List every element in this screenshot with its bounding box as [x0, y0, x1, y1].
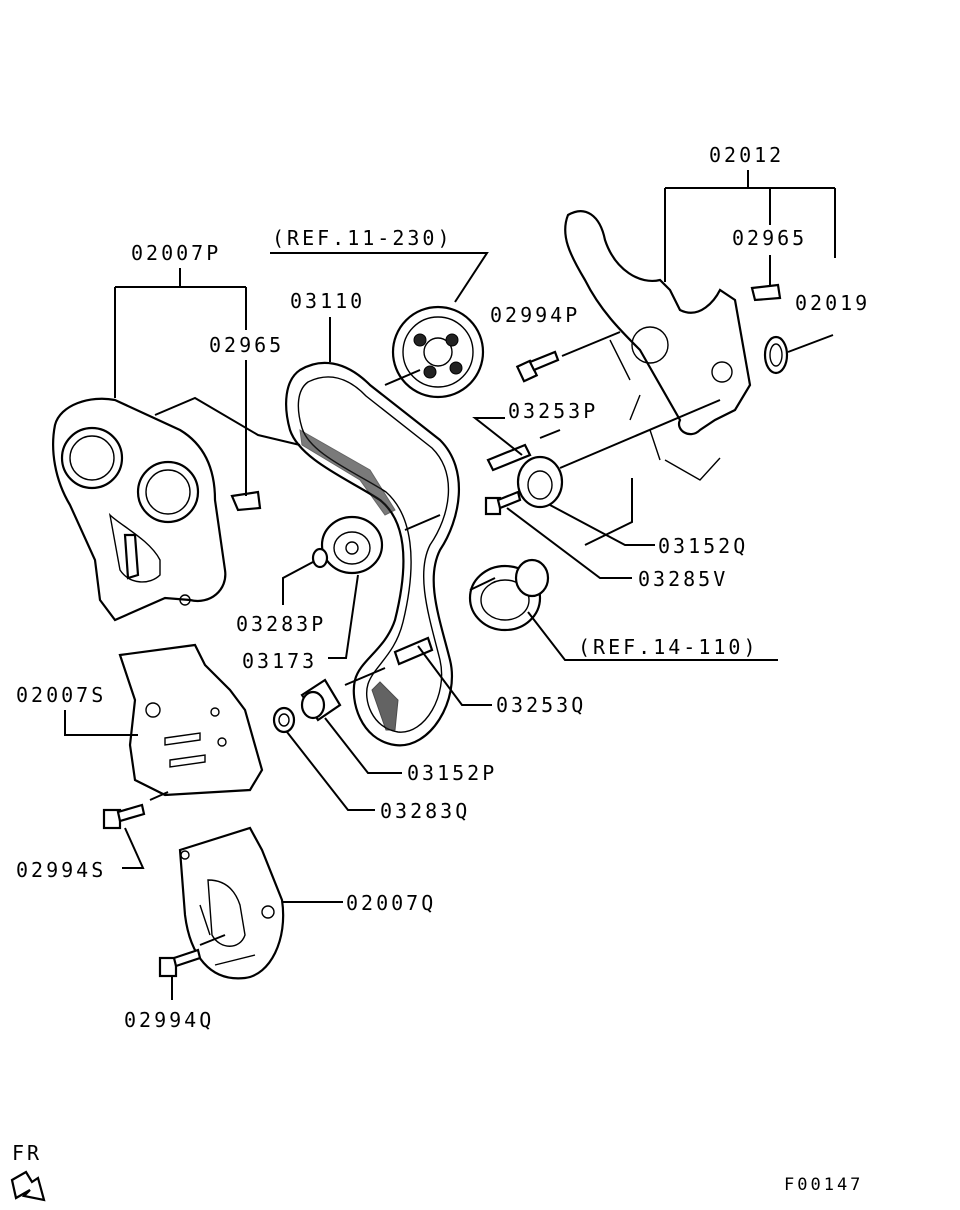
- stud-03253P: [486, 443, 532, 472]
- idler-pulley: [320, 515, 384, 575]
- label-02994Q: 02994Q: [124, 1008, 214, 1032]
- label-03173: 03173: [242, 649, 317, 673]
- bolt-02994Q: [158, 948, 202, 978]
- nut-03283Q: [272, 706, 296, 734]
- label-03152Q: 03152Q: [658, 534, 748, 558]
- label-ref-11-230: (REF.11-230): [272, 226, 453, 250]
- tensioner-pulley-upper: [516, 455, 564, 509]
- label-02965-right: 02965: [732, 226, 807, 250]
- label-03253Q: 03253Q: [496, 693, 586, 717]
- bolt-03285V: [484, 490, 522, 516]
- oil-seal: [763, 335, 789, 375]
- label-02007S: 02007S: [16, 683, 106, 707]
- nut-03283P: [311, 547, 329, 569]
- label-ref-14-110: (REF.14-110): [578, 635, 759, 659]
- figure-code: F00147: [784, 1175, 863, 1195]
- label-03283P: 03283P: [236, 612, 326, 636]
- lower-timing-cover: [178, 826, 285, 980]
- clip-right: [750, 283, 782, 302]
- label-03152P: 03152P: [407, 761, 497, 785]
- label-02007P: 02007P: [131, 241, 221, 265]
- stud-03253Q: [393, 636, 434, 666]
- bolt-02994S: [102, 803, 146, 830]
- label-02012: 02012: [709, 143, 784, 167]
- camshaft-sprocket: [391, 305, 485, 399]
- label-03253P: 03253P: [508, 399, 598, 423]
- label-02007Q: 02007Q: [346, 891, 436, 915]
- fr-label: FR: [12, 1141, 42, 1165]
- rear-timing-cover: [564, 210, 752, 481]
- clip-left: [230, 490, 262, 512]
- label-03110: 03110: [290, 289, 365, 313]
- label-03285V: 03285V: [638, 567, 728, 591]
- label-02994S: 02994S: [16, 858, 106, 882]
- label-02994P: 02994P: [490, 303, 580, 327]
- bolt-02994P: [515, 350, 560, 383]
- lower-timing-cover-plate: [118, 643, 264, 797]
- crankshaft-sprocket: [468, 558, 550, 632]
- label-03283Q: 03283Q: [380, 799, 470, 823]
- fr-arrow-icon: [10, 1170, 46, 1202]
- spacer-03152P: [300, 678, 342, 722]
- leader-lines: [64, 170, 836, 1000]
- label-02965-left: 02965: [209, 333, 284, 357]
- upper-timing-cover: [52, 397, 227, 622]
- label-02019: 02019: [795, 291, 870, 315]
